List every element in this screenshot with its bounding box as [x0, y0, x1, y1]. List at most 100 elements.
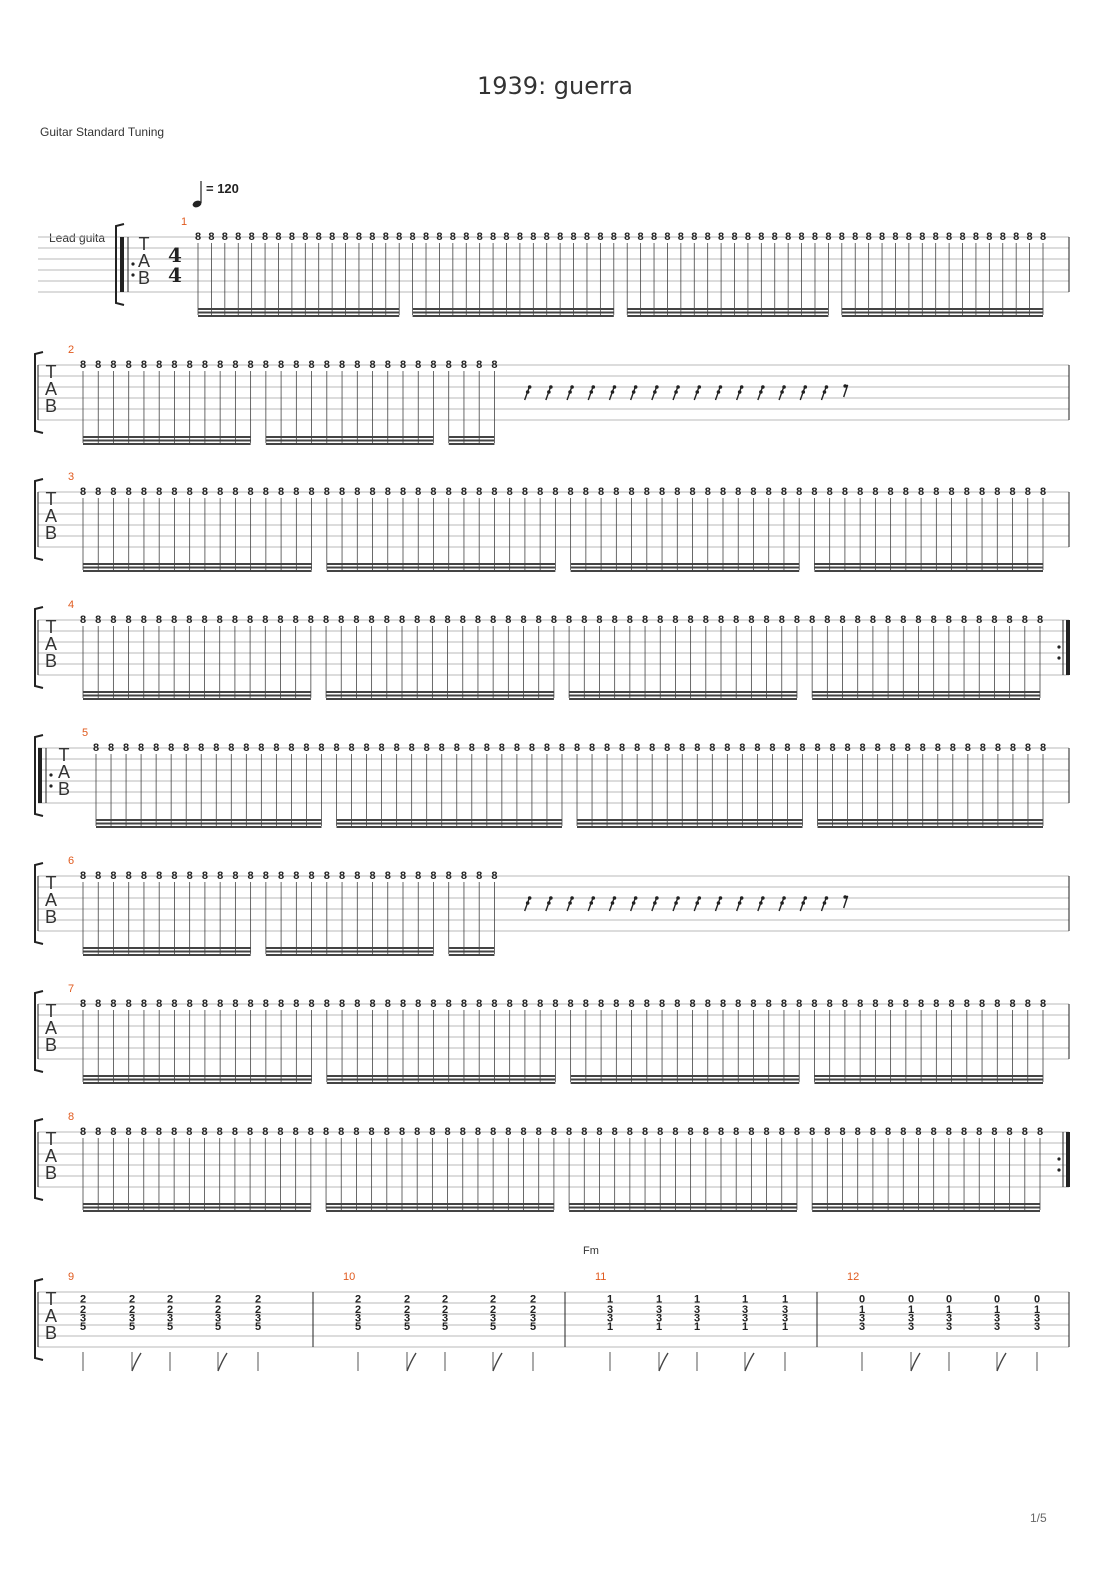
note-beam [814, 1075, 1043, 1077]
tab-note: 8 [931, 1126, 937, 1138]
tab-note: 8 [198, 742, 204, 754]
tab-note: 2 [530, 1294, 536, 1306]
tab-note: 8 [976, 614, 982, 626]
tab-note: 8 [551, 1126, 557, 1138]
note-beam [412, 308, 614, 310]
tab-note: 1 [742, 1294, 748, 1306]
tab-note: 8 [551, 614, 557, 626]
chord-name: Fm [583, 1245, 599, 1257]
tab-note: 8 [659, 486, 665, 498]
tab-note: 8 [779, 614, 785, 626]
note-beam [812, 698, 1040, 700]
tab-note: 8 [986, 231, 992, 243]
tab-note: 8 [794, 614, 800, 626]
note-beam [448, 950, 495, 953]
tab-note: 8 [1009, 486, 1015, 498]
tab-note: 8 [415, 998, 421, 1010]
tab-clef-letter: T [46, 617, 57, 637]
note-beam [265, 443, 434, 445]
tab-note: 8 [779, 1126, 785, 1138]
tab-note: 2 [442, 1294, 448, 1306]
tab-note: 8 [171, 614, 177, 626]
tab-note: 8 [309, 359, 315, 371]
tab-note: 8 [123, 742, 129, 754]
tab-note: 8 [323, 1126, 329, 1138]
note-beam [326, 1075, 556, 1077]
tab-note: 8 [369, 870, 375, 882]
tab-note: 8 [824, 614, 830, 626]
tempo-note-icon [192, 200, 202, 208]
tab-note: 8 [460, 614, 466, 626]
tab-note: 8 [379, 742, 385, 754]
tab-note: 8 [454, 742, 460, 754]
tab-note: 8 [613, 486, 619, 498]
tab-note: 3 [215, 1313, 221, 1325]
tab-note: 8 [293, 1126, 299, 1138]
measure-number: 7 [68, 983, 74, 995]
tab-note: 8 [249, 231, 255, 243]
tab-note: 8 [750, 486, 756, 498]
tab-note: 5 [442, 1321, 448, 1333]
tab-note: 8 [429, 1126, 435, 1138]
tab-note: 3 [255, 1313, 261, 1325]
tab-note: 8 [383, 231, 389, 243]
tab-note: 8 [476, 998, 482, 1010]
eighth-flag-icon [658, 1352, 669, 1372]
tab-note: 8 [263, 870, 269, 882]
tab-note: 8 [758, 231, 764, 243]
tab-note: 3 [742, 1304, 748, 1316]
tab-note: 8 [491, 486, 497, 498]
tab-note: 8 [649, 742, 655, 754]
tab-note: 3 [442, 1313, 448, 1325]
sixteenth-rest-icon [757, 896, 765, 912]
tab-note: 8 [965, 742, 971, 754]
tab-note: 8 [629, 486, 635, 498]
tab-note: 8 [718, 231, 724, 243]
tab-note: 8 [903, 998, 909, 1010]
tab-note: 8 [463, 231, 469, 243]
tab-note: 8 [875, 742, 881, 754]
tab-note: 8 [888, 486, 894, 498]
tab-note: 8 [544, 742, 550, 754]
note-beam [198, 311, 400, 314]
tab-note: 8 [812, 231, 818, 243]
system-bracket [34, 990, 44, 1073]
note-beam [336, 819, 562, 821]
tab-note: 8 [839, 614, 845, 626]
tab-note: 8 [410, 231, 416, 243]
tab-note: 1 [859, 1304, 865, 1316]
tab-note: 8 [809, 1126, 815, 1138]
tab-note: 8 [735, 998, 741, 1010]
tuning-label: Guitar Standard Tuning [40, 125, 165, 139]
tab-note: 8 [156, 1126, 162, 1138]
tab-note: 8 [399, 1126, 405, 1138]
tab-note: 8 [544, 231, 550, 243]
tab-note: 8 [95, 614, 101, 626]
tab-note: 8 [612, 614, 618, 626]
tab-note: 2 [80, 1294, 86, 1306]
measure-number: 11 [595, 1271, 606, 1283]
tab-note: 8 [384, 614, 390, 626]
tab-note: 1 [782, 1321, 788, 1333]
tab-note: 8 [141, 486, 147, 498]
tab-note: 8 [995, 742, 1001, 754]
tab-note: 3 [694, 1304, 700, 1316]
tab-note: 8 [415, 486, 421, 498]
tab-note: 8 [739, 742, 745, 754]
tab-note: 8 [187, 359, 193, 371]
tab-note: 8 [202, 870, 208, 882]
tab-note: 8 [857, 486, 863, 498]
tab-note: 8 [446, 359, 452, 371]
tab-note: 8 [186, 1126, 192, 1138]
tab-note: 8 [503, 231, 509, 243]
note-beam [96, 822, 322, 825]
tab-note: 8 [415, 870, 421, 882]
tab-note: 8 [566, 614, 572, 626]
tab-note: 8 [439, 742, 445, 754]
tab-note: 8 [369, 359, 375, 371]
tab-note: 8 [946, 1126, 952, 1138]
